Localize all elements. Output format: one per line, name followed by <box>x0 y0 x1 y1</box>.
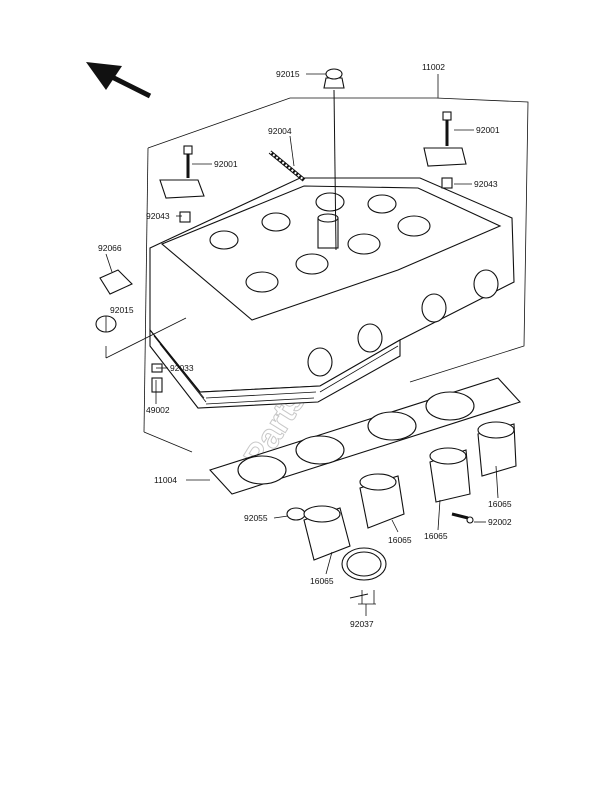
intake-holder-rear-right <box>477 421 517 477</box>
cap-nut-top <box>323 68 345 251</box>
part-label-49002: 49002 <box>146 405 170 415</box>
part-label-92055: 92055 <box>244 513 268 523</box>
part-label-92043-right: 92043 <box>474 179 498 189</box>
part-labels: 11002 92015 92004 92001 92001 92043 9204… <box>98 62 512 629</box>
intake-holder-rear-left <box>429 447 471 503</box>
intake-holder-front-right <box>359 473 405 529</box>
part-label-11004: 11004 <box>154 475 177 485</box>
intake-holder-front-left <box>303 505 351 561</box>
front-direction-arrow-icon <box>86 62 152 99</box>
part-label-16065-d: 16065 <box>488 499 512 509</box>
part-label-92015-left: 92015 <box>110 305 134 315</box>
part-label-92033: 92033 <box>170 363 194 373</box>
part-label-16065-c: 16065 <box>424 531 448 541</box>
stud-bolt <box>268 150 306 182</box>
bolt-left <box>159 145 205 223</box>
part-label-92004: 92004 <box>268 126 292 136</box>
part-label-92043-left: 92043 <box>146 211 170 221</box>
hose-clamp <box>341 547 387 605</box>
leader-lines <box>105 73 499 616</box>
part-label-16065-a: 16065 <box>310 576 334 586</box>
part-label-92002: 92002 <box>488 517 512 527</box>
cylinder-head <box>149 177 515 409</box>
part-label-92001-right: 92001 <box>476 125 500 135</box>
part-label-92015-top: 92015 <box>276 69 300 79</box>
screw <box>451 512 474 524</box>
part-label-16065-b: 16065 <box>388 535 412 545</box>
part-label-92037: 92037 <box>350 619 374 629</box>
part-label-92001-left: 92001 <box>214 159 238 169</box>
bolt-right <box>423 111 467 189</box>
part-label-92066: 92066 <box>98 243 122 253</box>
assembly-boundary <box>143 97 529 453</box>
part-label-11002: 11002 <box>422 62 445 72</box>
intake-holders <box>303 421 517 561</box>
head-gasket <box>209 377 521 495</box>
o-ring <box>286 507 306 521</box>
